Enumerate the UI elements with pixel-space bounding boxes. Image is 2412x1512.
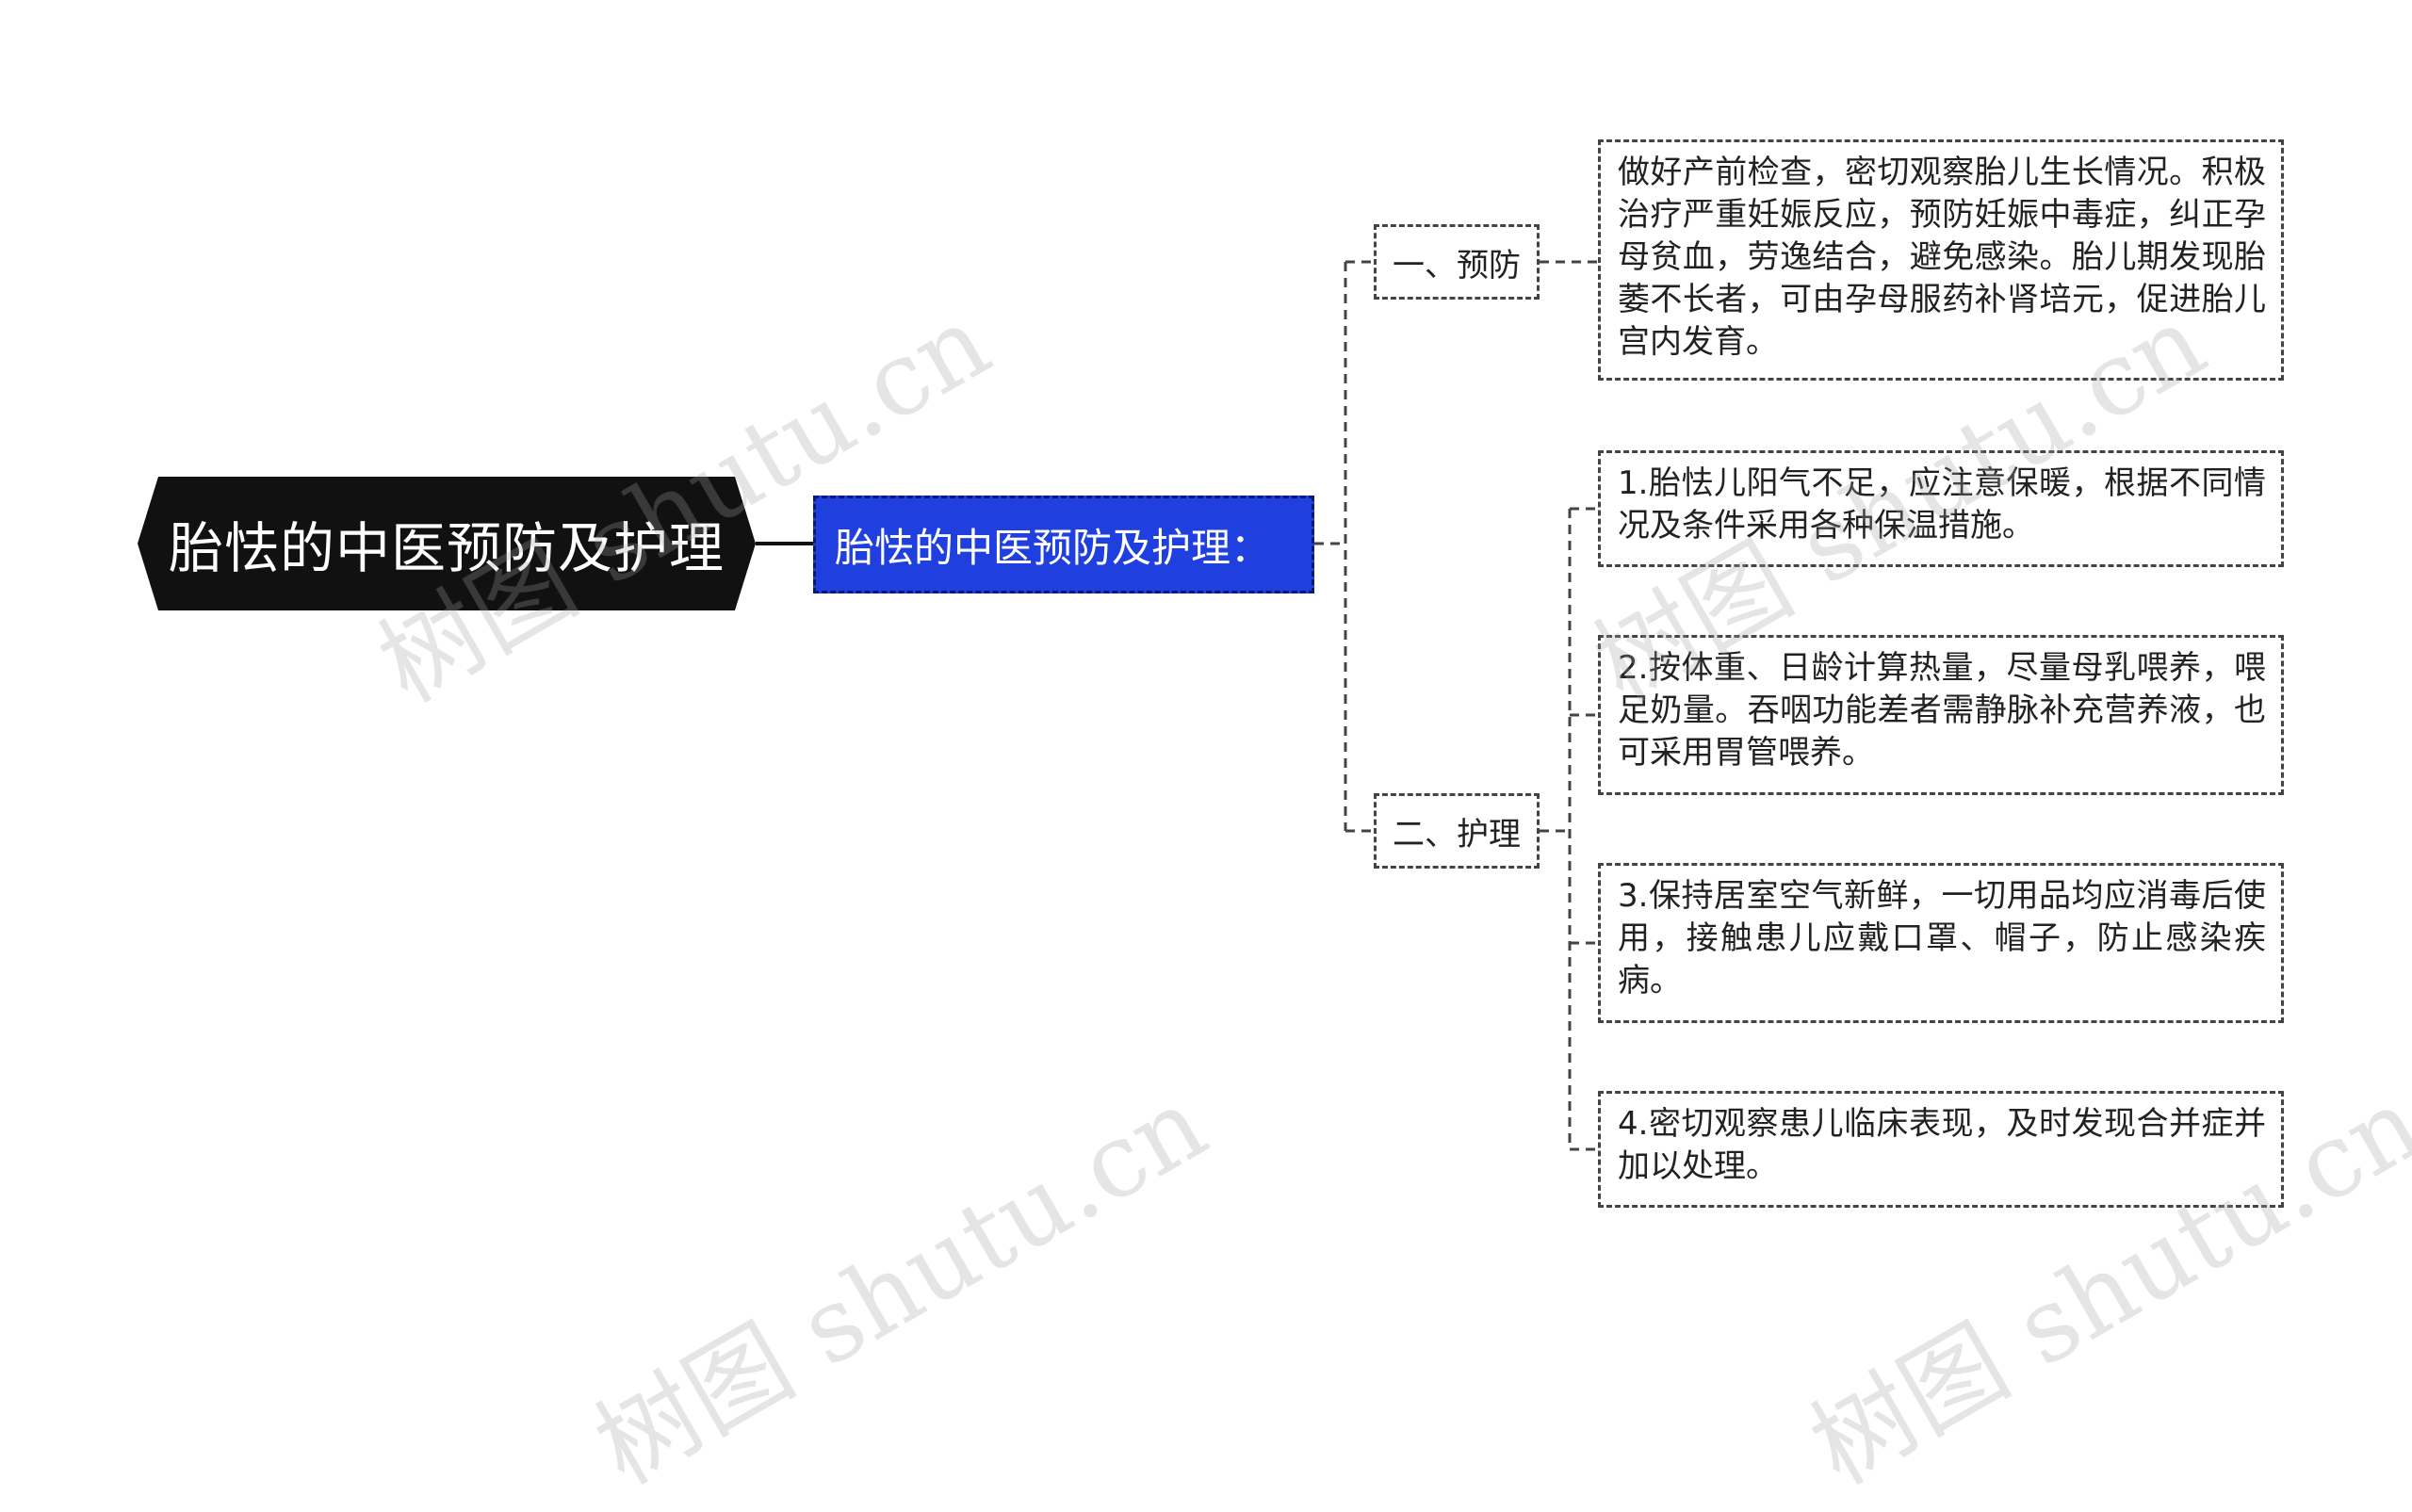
root-label: 胎怯的中医预防及护理 bbox=[168, 516, 725, 580]
subtopic-node[interactable]: 胎怯的中医预防及护理： bbox=[813, 496, 1314, 593]
care-item-1-text: 1.胎怯儿阳气不足，应注意保暖，根据不同情况及条件采用各种保温措施。 bbox=[1618, 464, 2266, 545]
mindmap-canvas: 胎怯的中医预防及护理 胎怯的中医预防及护理： 一、预防 二、护理 做好产前检查，… bbox=[138, 139, 2412, 1507]
care-item-1-node[interactable]: 1.胎怯儿阳气不足，应注意保暖，根据不同情况及条件采用各种保温措施。 bbox=[1598, 450, 2284, 567]
category-prevention-label: 一、预防 bbox=[1393, 246, 1521, 285]
root-node[interactable]: 胎怯的中医预防及护理 bbox=[138, 477, 756, 610]
care-item-4-text: 4.密切观察患儿临床表现，及时发现合并症并加以处理。 bbox=[1618, 1105, 2266, 1185]
care-item-3-text: 3.保持居室空气新鲜，一切用品均应消毒后使用，接触患儿应戴口罩、帽子，防止感染疾… bbox=[1618, 877, 2266, 1000]
care-item-2-node[interactable]: 2.按体重、日龄计算热量，尽量母乳喂养，喂足奶量。吞咽功能差者需静脉补充营养液，… bbox=[1598, 635, 2284, 795]
subtopic-label: 胎怯的中医预防及护理： bbox=[835, 524, 1271, 571]
prevention-item-node[interactable]: 做好产前检查，密切观察胎儿生长情况。积极治疗严重妊娠反应，预防妊娠中毒症，纠正孕… bbox=[1598, 139, 2284, 381]
root-hexagon-shape bbox=[138, 477, 756, 610]
category-care-label: 二、护理 bbox=[1393, 815, 1521, 854]
care-item-2-text: 2.按体重、日龄计算热量，尽量母乳喂养，喂足奶量。吞咽功能差者需静脉补充营养液，… bbox=[1618, 649, 2266, 772]
care-item-3-node[interactable]: 3.保持居室空气新鲜，一切用品均应消毒后使用，接触患儿应戴口罩、帽子，防止感染疾… bbox=[1598, 863, 2284, 1023]
category-care-node[interactable]: 二、护理 bbox=[1374, 793, 1540, 869]
category-prevention-node[interactable]: 一、预防 bbox=[1374, 224, 1540, 300]
prevention-item-text: 做好产前检查，密切观察胎儿生长情况。积极治疗严重妊娠反应，预防妊娠中毒症，纠正孕… bbox=[1618, 154, 2266, 361]
care-item-4-node[interactable]: 4.密切观察患儿临床表现，及时发现合并症并加以处理。 bbox=[1598, 1091, 2284, 1208]
connector-lines bbox=[756, 260, 1598, 1151]
